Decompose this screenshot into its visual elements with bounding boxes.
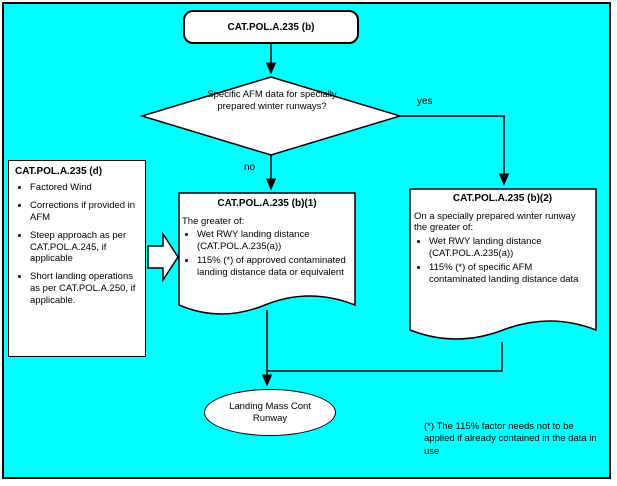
document-b1-title: CAT.POL.A.235 (b)(1) (217, 198, 317, 209)
document-b2-intro: On a specially prepared winter runway th… (414, 210, 576, 234)
document-b1-shape (178, 192, 356, 315)
terminator-label: Landing Mass Cont Runway (229, 400, 311, 424)
reference-list: Factored Wind Corrections if provided in… (15, 182, 139, 307)
document-b2-shape (409, 188, 597, 340)
document-b2-title: CAT.POL.A.235 (b)(2) (452, 193, 553, 204)
list-item: Short landing operations as per CAT.POL.… (30, 271, 139, 307)
list-item: 115% (*) of specific AFM contaminated la… (429, 262, 591, 286)
list-item: Wet RWY landing distance (CAT.POL.A.235(… (429, 236, 591, 260)
reference-box-title: CAT.POL.A.235 (d) (15, 166, 103, 177)
document-b2: CAT.POL.A.235 (b)(2) On a specially prep… (414, 193, 591, 288)
list-item: Factored Wind (30, 182, 139, 194)
start-node: CAT.POL.A.235 (b) (183, 10, 359, 44)
list-item: 115% (*) of approved contaminated landin… (197, 255, 352, 279)
document-b1-list: Wet RWY landing distance (CAT.POL.A.235(… (182, 229, 352, 279)
list-item: Steep approach as per CAT.POL.A.245, if … (30, 230, 139, 266)
document-b2-list: Wet RWY landing distance (CAT.POL.A.235(… (414, 236, 591, 286)
document-b1-intro: The greater of: (182, 215, 245, 227)
document-b1: CAT.POL.A.235 (b)(1) The greater of: Wet… (182, 198, 352, 281)
block-arrow-shape (147, 231, 179, 283)
list-item: Wet RWY landing distance (CAT.POL.A.235(… (197, 229, 352, 253)
connector-b2-to-junction (268, 342, 503, 372)
reference-box: CAT.POL.A.235 (d) Factored Wind Correcti… (8, 160, 146, 357)
start-node-label: CAT.POL.A.235 (b) (227, 21, 315, 33)
terminator-node: Landing Mass Cont Runway (204, 389, 336, 436)
decision-text: Specific AFM data for specially prepared… (207, 89, 337, 113)
footnote-text: (*) The 115% factor needs not to be appl… (424, 421, 597, 457)
no-label: no (244, 162, 256, 173)
yes-label: yes (417, 96, 433, 107)
list-item: Corrections if provided in AFM (30, 200, 139, 224)
connector-yes-branch (400, 115, 510, 186)
